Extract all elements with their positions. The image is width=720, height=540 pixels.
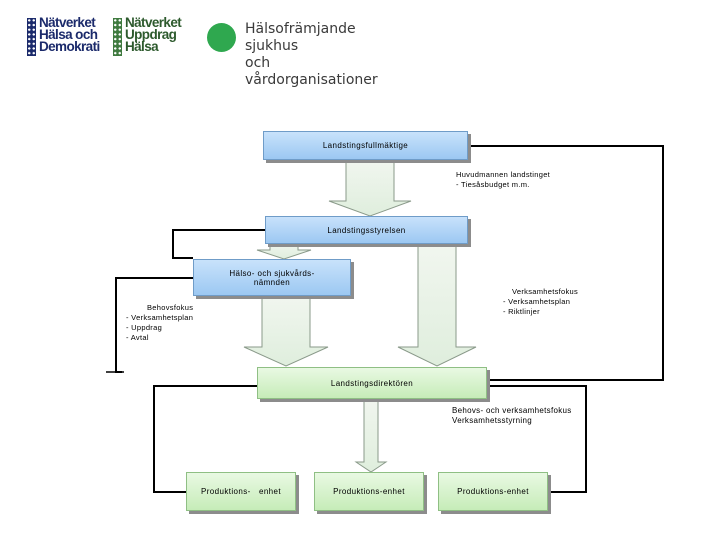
node-landstingsdirektoren-label: Landstingsdirektören <box>330 378 414 388</box>
note-verksamhetsfokus: Verksamhetsfokus - Verksamhetsplan - Rik… <box>503 287 579 316</box>
node-produktionsenhet-3: Produktions-enhet <box>438 472 548 511</box>
node-namnden-label-line1: Hälso- och sjukvårds- <box>229 268 315 278</box>
logo1-text: Nätverket Hälsa och Demokrati <box>39 15 100 54</box>
block-arrow-direktoren-enhet <box>354 397 388 473</box>
block-arrow-fullmaktige-styrelsen <box>328 159 412 217</box>
loop-styrelsen-left <box>172 229 265 259</box>
feedback-direktoren-fullmaktige <box>468 145 664 381</box>
node-landstingsstyrelsen-label: Landstingsstyrelsen <box>327 225 406 235</box>
node-landstingsdirektoren: Landstingsdirektören <box>257 367 487 399</box>
enhet1-label-part1: Produktions- <box>201 487 251 496</box>
node-produktionsenhet-1: Produktions- enhet <box>186 472 296 511</box>
logo2-text: Nätverket Uppdrag Hälsa <box>125 15 182 54</box>
logo3-text: Hälsofrämjande sjukhus och vårdorganisat… <box>245 21 378 88</box>
block-arrow-styrelsen-namnden <box>256 242 312 260</box>
logo-natverket-halsa-demokrati: Nätverket Hälsa och Demokrati <box>27 15 100 59</box>
enhet3-label: Produktions-enhet <box>457 487 529 496</box>
note-behovsfokus: Behovsfokus - Verksamhetsplan - Uppdrag … <box>126 303 194 342</box>
green-circle-icon <box>207 23 236 52</box>
block-arrow-styrelsen-direktoren <box>397 245 477 367</box>
enhet1-label-part2: enhet <box>258 487 281 496</box>
node-halso-sjukvardsnamnden: Hälso- och sjukvårds- nämnden <box>193 259 351 296</box>
network-dots-icon <box>113 18 122 56</box>
node-namnden-label-line2: nämnden <box>253 277 291 287</box>
logo-halsoframjande-sjukhus: Hälsofrämjande sjukhus och vårdorganisat… <box>207 18 387 88</box>
node-landstingsfullmaktige-label: Landstingsfullmäktige <box>322 141 409 150</box>
network-dots-icon <box>27 18 36 56</box>
node-landstingsfullmaktige: Landstingsfullmäktige <box>263 131 468 160</box>
node-produktionsenhet-2: Produktions-enhet <box>314 472 424 511</box>
loop-direktoren-enhet-left <box>153 385 257 493</box>
enhet2-label: Produktions-enhet <box>333 487 405 496</box>
loop-direktoren-enhet-right <box>489 385 587 493</box>
note-verksamhetsstyrning: Behovs- och verksamhetsfokus Verksamhets… <box>452 406 572 425</box>
node-landstingsstyrelsen: Landstingsstyrelsen <box>265 216 468 244</box>
note-huvudmannen: Huvudmannen landstinget - Tiesåsbudget m… <box>456 170 551 189</box>
block-arrow-namnden-direktoren <box>243 295 329 367</box>
logo-natverket-uppdrag-halsa: Nätverket Uppdrag Hälsa <box>113 15 183 59</box>
